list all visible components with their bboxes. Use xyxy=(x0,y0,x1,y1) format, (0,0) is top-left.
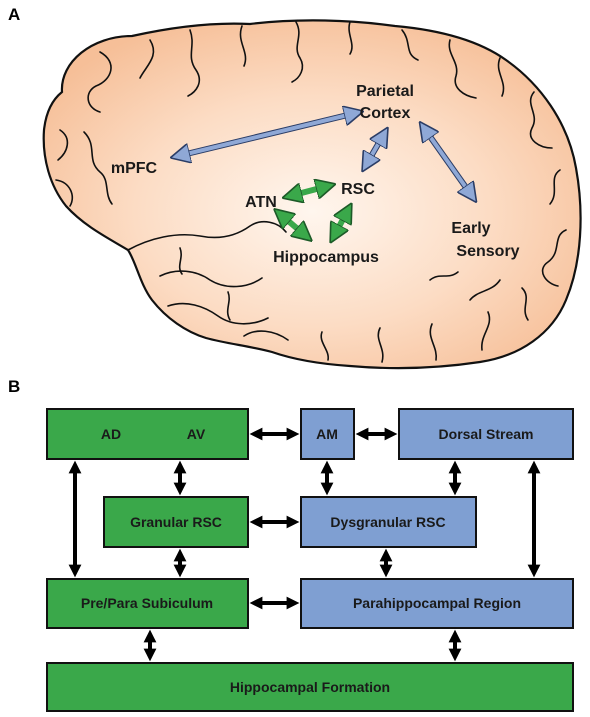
panel-letter-b: B xyxy=(8,377,20,396)
box-pre-para-subiculum xyxy=(46,578,249,629)
label-early: Early xyxy=(451,220,490,237)
box-dysgranular-rsc xyxy=(300,496,477,548)
label-parahippocampal-region: Parahippocampal Region xyxy=(353,595,521,611)
label-dorsal-stream: Dorsal Stream xyxy=(439,426,534,442)
box-parahippocampal-region xyxy=(300,578,574,629)
arrow-atn-rsc xyxy=(290,186,328,196)
label-atn: ATN xyxy=(245,194,277,211)
arrow-parietal-mpfc-fill xyxy=(178,113,356,156)
label-pre-para-subiculum: Pre/Para Subiculum xyxy=(81,595,213,611)
label-av: AV xyxy=(187,426,206,442)
box-am xyxy=(300,408,355,460)
arrow-rsc-hippocampus xyxy=(334,210,348,236)
label-dysgranular-rsc: Dysgranular RSC xyxy=(330,514,445,530)
label-hippocampus: Hippocampus xyxy=(273,249,379,266)
brain-illustration xyxy=(42,19,582,370)
label-sensory: Sensory xyxy=(456,243,519,260)
arrow-parietal-rsc-fill xyxy=(366,134,384,165)
box-hippocampal-formation xyxy=(46,662,574,712)
label-parietal: Parietal xyxy=(356,83,414,100)
label-ad: AD xyxy=(101,426,121,442)
label-mpfc: mPFC xyxy=(111,160,158,177)
label-rsc: RSC xyxy=(341,181,375,198)
flowchart: AD AV AM Dorsal Stream Granular RSC Dysg… xyxy=(46,408,574,712)
label-granular-rsc: Granular RSC xyxy=(130,514,222,530)
arrow-parietal-early-fill xyxy=(424,128,472,196)
box-dorsal-stream xyxy=(398,408,574,460)
label-am: AM xyxy=(316,426,338,442)
panel-letter-a: A xyxy=(8,5,20,24)
box-granular-rsc xyxy=(103,496,249,548)
label-hippocampal-formation: Hippocampal Formation xyxy=(230,679,390,695)
label-cortex: Cortex xyxy=(360,105,411,122)
box-ad-av xyxy=(46,408,249,460)
arrow-atn-hippocampus xyxy=(280,214,306,236)
